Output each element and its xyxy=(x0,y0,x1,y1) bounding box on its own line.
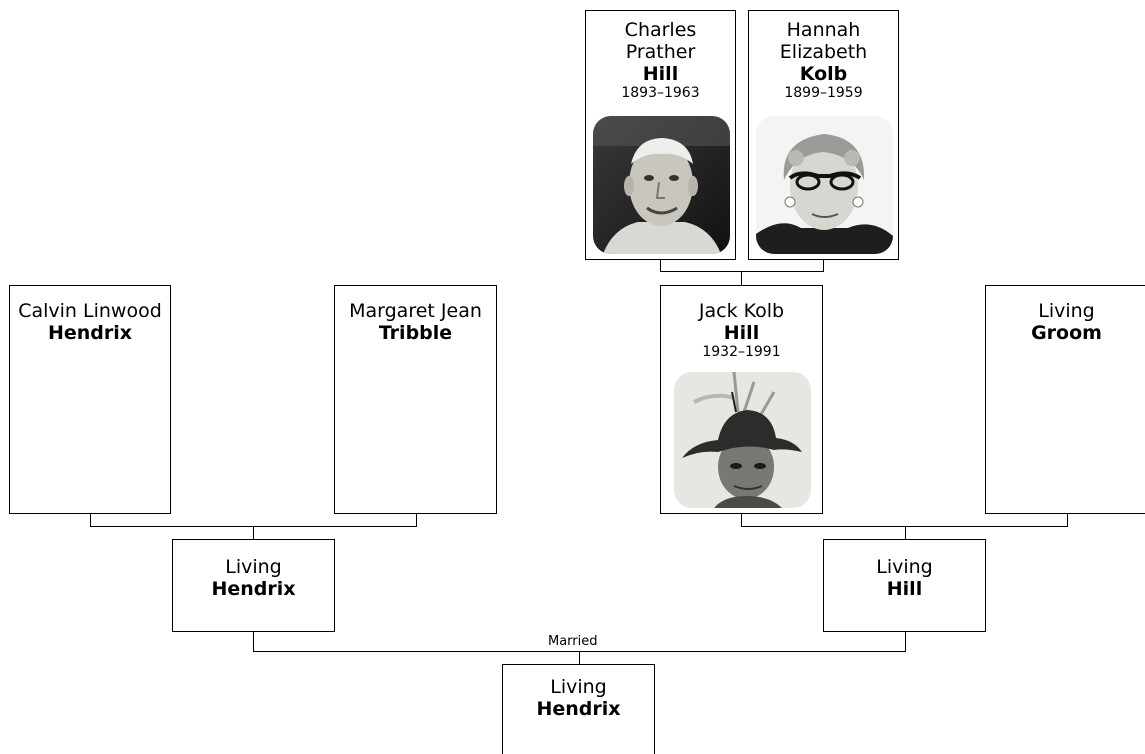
connector xyxy=(741,526,1068,527)
first-name: Margaret Jean xyxy=(349,300,482,322)
first-name: Charles Prather xyxy=(624,19,697,63)
first-name: Jack Kolb xyxy=(698,300,785,322)
person-card-living-groom[interactable]: Living Groom xyxy=(985,285,1145,514)
surname: Tribble xyxy=(378,322,453,344)
surname: Groom xyxy=(1031,322,1102,344)
portrait-photo xyxy=(674,372,811,508)
person-card-jack-hill[interactable]: Jack Kolb Hill 1932–1991 xyxy=(660,285,823,514)
portrait-photo xyxy=(593,116,730,254)
person-card-hannah-kolb[interactable]: Hannah Elizabeth Kolb 1899–1959 xyxy=(748,10,899,260)
surname: Hendrix xyxy=(211,578,296,600)
surname: Kolb xyxy=(799,63,848,85)
life-dates: 1893–1963 xyxy=(621,85,700,101)
connector xyxy=(660,271,824,272)
surname: Hill xyxy=(642,63,679,85)
first-name: Hannah Elizabeth xyxy=(779,19,868,63)
connector xyxy=(741,513,742,526)
person-card-living-hendrix-parent[interactable]: Living Hendrix xyxy=(172,539,335,632)
first-name: Living xyxy=(1038,300,1095,322)
surname: Hill xyxy=(886,578,923,600)
life-dates: 1899–1959 xyxy=(784,85,863,101)
connector xyxy=(905,526,906,540)
married-label: Married xyxy=(548,634,598,649)
first-name: Living xyxy=(876,556,933,578)
connector xyxy=(579,651,580,665)
first-name: Calvin Linwood xyxy=(18,300,162,322)
connector xyxy=(1067,513,1068,526)
first-name: Living xyxy=(225,556,282,578)
surname: Hendrix xyxy=(536,698,621,720)
person-card-margaret-tribble[interactable]: Margaret Jean Tribble xyxy=(334,285,497,514)
connector xyxy=(741,271,742,286)
connector xyxy=(823,259,824,271)
portrait-photo xyxy=(756,116,893,254)
connector xyxy=(905,631,906,651)
person-card-charles-hill[interactable]: Charles Prather Hill 1893–1963 xyxy=(585,10,736,260)
connector xyxy=(660,259,661,271)
person-card-calvin-hendrix[interactable]: Calvin Linwood Hendrix xyxy=(9,285,171,514)
person-card-living-hendrix-child[interactable]: Living Hendrix xyxy=(502,664,655,754)
first-name: Living xyxy=(550,676,607,698)
connector xyxy=(253,526,254,540)
person-card-living-hill-parent[interactable]: Living Hill xyxy=(823,539,986,632)
life-dates: 1932–1991 xyxy=(702,344,781,360)
connector xyxy=(90,513,91,526)
connector xyxy=(416,513,417,526)
surname: Hendrix xyxy=(47,322,133,344)
connector xyxy=(253,631,254,651)
surname: Hill xyxy=(723,322,760,344)
